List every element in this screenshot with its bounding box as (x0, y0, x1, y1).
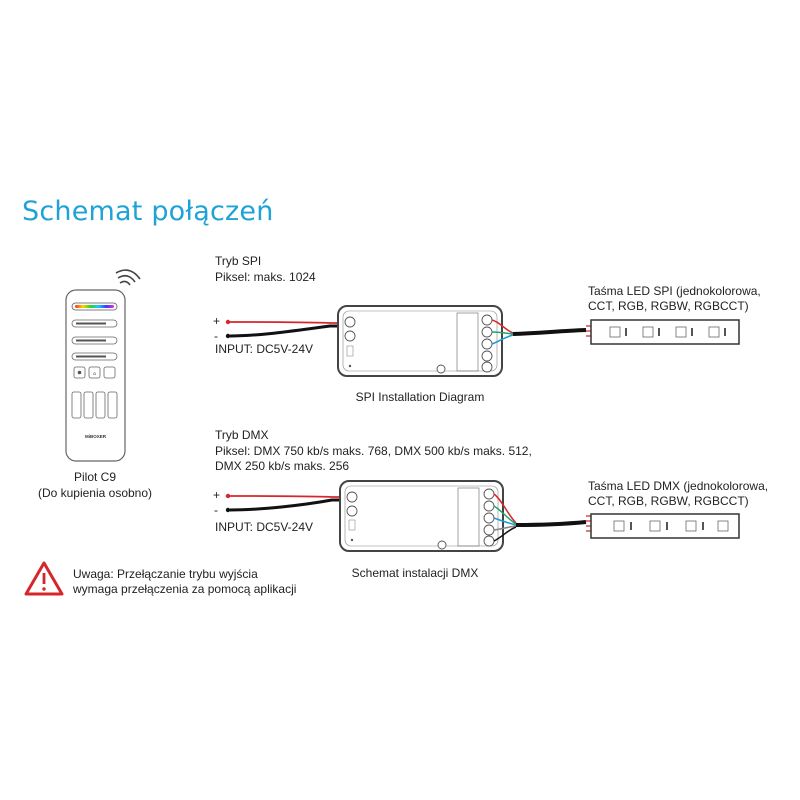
dmx-pixel-info-line1: Piksel: DMX 750 kb/s maks. 768, DMX 500 … (215, 444, 532, 458)
dmx-plus-label: + (213, 488, 221, 502)
dmx-controller (339, 480, 504, 552)
dmx-input-wires (225, 493, 342, 513)
dmx-minus-label: - (214, 503, 218, 517)
warning-text-line1: Uwaga: Przełączanie trybu wyjścia (73, 567, 258, 581)
wireless-signal-icon (115, 269, 141, 286)
spi-strip-label-line1: Taśma LED SPI (jednokolorowa, (588, 284, 761, 298)
warning-text-line2: wymaga przełączenia za pomocą aplikacji (73, 582, 297, 596)
remote-brand-logo: MiBOXER (85, 434, 107, 439)
color-slider (75, 305, 114, 308)
page-title: Schemat połączeń (22, 196, 274, 227)
spi-output-wires (491, 319, 592, 345)
remote-caption: Pilot C9 (Do kupienia osobno) (22, 469, 168, 501)
spi-button (436, 364, 446, 374)
dmx-button (437, 540, 447, 550)
dmx-mode-title: Tryb DMX (215, 428, 269, 442)
dmx-diagram-caption: Schemat instalacji DMX (351, 566, 479, 580)
spi-output-terminals (481, 314, 493, 373)
remote-caption-name: Pilot C9 (73, 470, 117, 484)
spi-strip-label-line2: CCT, RGB, RGBW, RGBCCT) (588, 299, 749, 313)
spi-input-wires (225, 319, 340, 339)
dmx-strip-label-line1: Taśma LED DMX (jednokolorowa, (588, 479, 769, 493)
spi-minus-label: - (214, 329, 218, 343)
spi-pixel-info: Piksel: maks. 1024 (215, 270, 316, 284)
spi-controller (337, 305, 503, 377)
remote-control: ⌂ MiBOXER (65, 269, 141, 462)
dmx-pixel-info-line2: DMX 250 kb/s maks. 256 (215, 459, 350, 473)
svg-text:⌂: ⌂ (93, 371, 96, 377)
dmx-output-terminals (483, 488, 495, 547)
dmx-strip-label-line2: CCT, RGB, RGBW, RGBCCT) (588, 494, 749, 508)
dmx-led-strip (590, 513, 740, 539)
spi-mode-title: Tryb SPI (215, 254, 262, 268)
spi-led-strip (590, 319, 740, 345)
warning-icon (24, 561, 64, 596)
spi-input-label: INPUT: DC5V-24V (215, 342, 314, 356)
spi-plus-label: + (213, 314, 221, 328)
dmx-input-label: INPUT: DC5V-24V (215, 520, 314, 534)
dmx-output-wires (493, 493, 592, 542)
remote-caption-note: (Do kupienia osobno) (37, 486, 153, 500)
spi-diagram-caption: SPI Installation Diagram (355, 390, 485, 404)
